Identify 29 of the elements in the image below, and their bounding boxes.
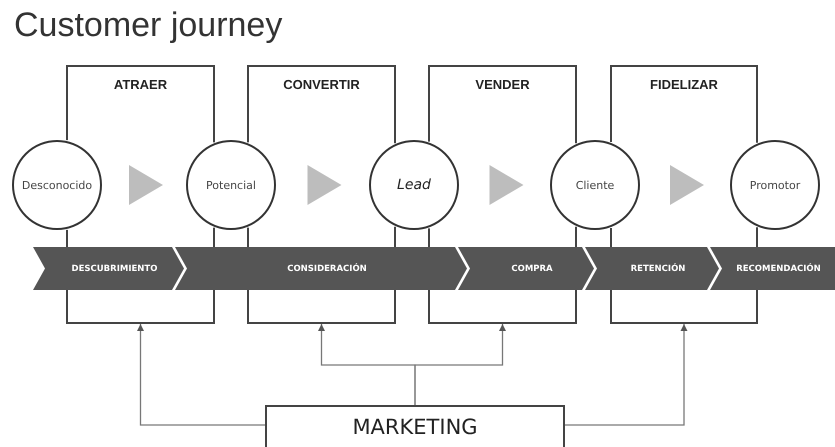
- stage-heading: FIDELIZAR: [649, 77, 719, 92]
- stage-heading: VENDER: [474, 77, 531, 92]
- arrow: [565, 324, 688, 426]
- circle-label: Cliente: [576, 178, 614, 192]
- chevron-label: COMPRA: [511, 264, 553, 274]
- box-label: MARKETING: [352, 415, 478, 439]
- chevron-arrow: [308, 165, 342, 205]
- stage-heading: CONVERTIR: [282, 77, 361, 92]
- chevron-arrow: [129, 165, 163, 205]
- arrow: [414, 324, 506, 405]
- diagram-title: Customer journey: [14, 6, 282, 45]
- chevron-segment: [175, 247, 467, 290]
- chevron-segment: [458, 247, 594, 290]
- circle-label: Lead: [397, 177, 431, 193]
- marketing-box: [265, 405, 565, 447]
- chevron-segment: [585, 247, 719, 290]
- chevron-segment: [710, 247, 835, 290]
- chevron-arrow: [670, 165, 704, 205]
- chevron-label: RETENCIÓN: [630, 264, 686, 274]
- chevron-label: RECOMENDACIÓN: [736, 264, 821, 274]
- arrow: [137, 324, 265, 426]
- chevron-segment: [33, 247, 184, 290]
- circle-label: Promotor: [750, 178, 800, 192]
- chevron-arrow: [490, 165, 524, 205]
- circle-label: Potencial: [206, 178, 256, 192]
- circle-label: Desconocido: [22, 178, 92, 192]
- chevron-label: CONSIDERACIÓN: [287, 264, 367, 274]
- stage-heading: ATRAER: [112, 77, 168, 92]
- chevron-label: DESCUBRIMIENTO: [72, 264, 158, 274]
